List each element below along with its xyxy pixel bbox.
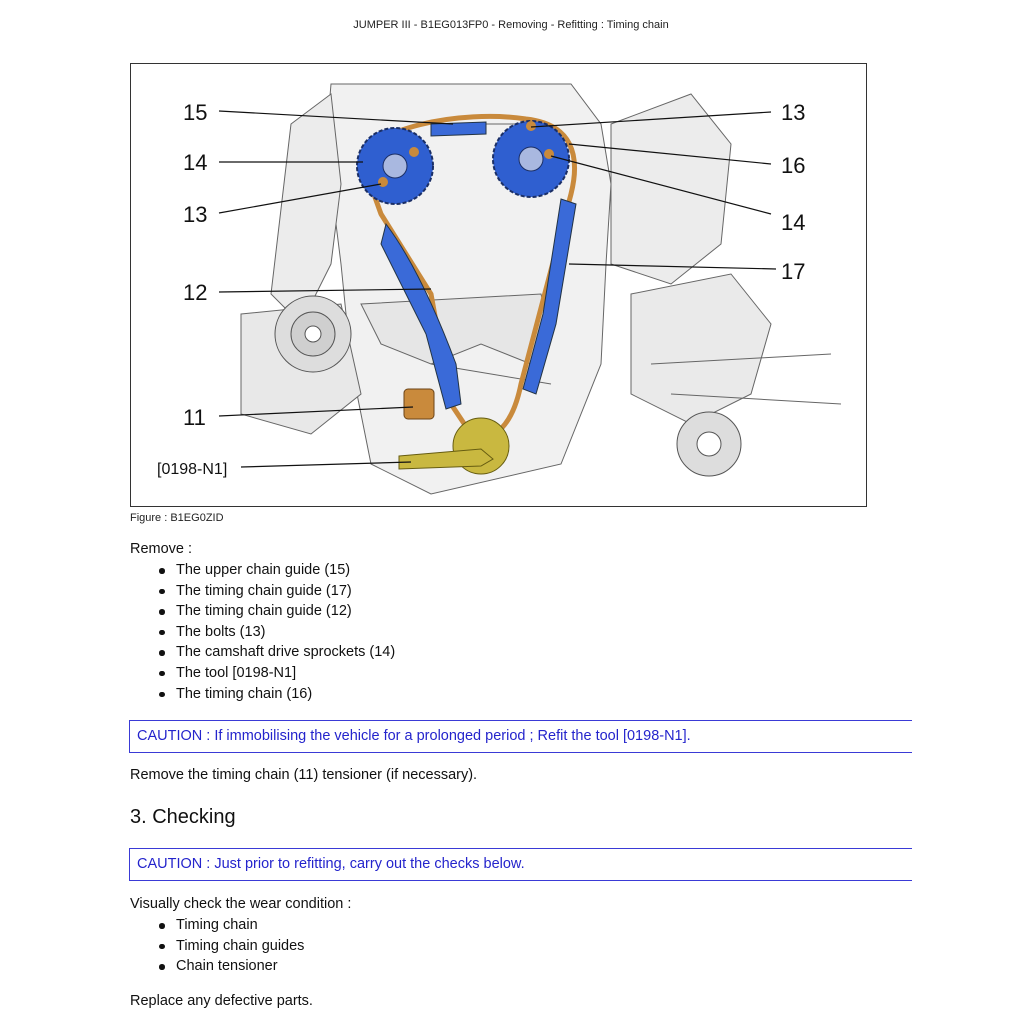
section-title-checking: 3. Checking bbox=[130, 806, 236, 828]
callout-14-right: 14 bbox=[781, 210, 805, 235]
callouts-left bbox=[218, 110, 454, 468]
list-item: The tool [0198-N1] bbox=[130, 663, 395, 684]
upper-chain-guide-15 bbox=[430, 121, 487, 137]
check-intro: Visually check the wear condition : bbox=[130, 896, 352, 912]
callout-17-right: 17 bbox=[781, 259, 805, 284]
list-item: The timing chain guide (12) bbox=[130, 601, 395, 622]
remove-list: The upper chain guide (15) The timing ch… bbox=[130, 560, 395, 704]
chain-guide-17 bbox=[522, 198, 577, 395]
left-camshaft-sprocket bbox=[356, 127, 434, 205]
callout-tool: [0198-N1] bbox=[157, 461, 227, 478]
chain-tensioner-11 bbox=[403, 388, 435, 420]
check-list: Timing chain Timing chain guides Chain t… bbox=[130, 915, 304, 977]
engine-figure: 15 14 13 12 11 [0198-N1] 13 16 14 17 bbox=[130, 63, 867, 507]
list-item: The timing chain guide (17) bbox=[130, 581, 395, 602]
list-item: Chain tensioner bbox=[130, 956, 304, 977]
callout-12-left: 12 bbox=[183, 280, 207, 305]
list-item: The timing chain (16) bbox=[130, 684, 395, 705]
caution-checks: CAUTION : Just prior to refitting, carry… bbox=[129, 848, 912, 881]
callout-13-right: 13 bbox=[781, 100, 805, 125]
list-item: Timing chain bbox=[130, 915, 304, 936]
callouts-right bbox=[530, 111, 777, 270]
chain-guide-12 bbox=[380, 222, 462, 410]
water-pump bbox=[274, 295, 352, 373]
callout-13-left: 13 bbox=[183, 202, 207, 227]
callout-15-left: 15 bbox=[183, 100, 207, 125]
list-item: The camshaft drive sprockets (14) bbox=[130, 642, 395, 663]
replace-instruction: Replace any defective parts. bbox=[130, 993, 313, 1009]
callout-16-right: 16 bbox=[781, 153, 805, 178]
locking-tool bbox=[398, 448, 494, 470]
vacuum-pump bbox=[676, 411, 742, 477]
tensioner-instruction: Remove the timing chain (11) tensioner (… bbox=[130, 767, 478, 783]
list-item: The bolts (13) bbox=[130, 622, 395, 643]
list-item: The upper chain guide (15) bbox=[130, 560, 395, 581]
caution-refit-tool: CAUTION : If immobilising the vehicle fo… bbox=[129, 720, 912, 753]
engine-illustration: 15 14 13 12 11 [0198-N1] 13 16 14 17 bbox=[157, 83, 842, 495]
callout-14-left: 14 bbox=[183, 150, 207, 175]
callout-11-left: 11 bbox=[183, 405, 206, 430]
right-camshaft-sprocket bbox=[492, 120, 570, 198]
figure-caption: Figure : B1EG0ZID bbox=[130, 512, 224, 524]
page-header: JUMPER III - B1EG013FP0 - Removing - Ref… bbox=[353, 19, 669, 31]
remove-intro: Remove : bbox=[130, 541, 193, 557]
list-item: Timing chain guides bbox=[130, 936, 304, 957]
